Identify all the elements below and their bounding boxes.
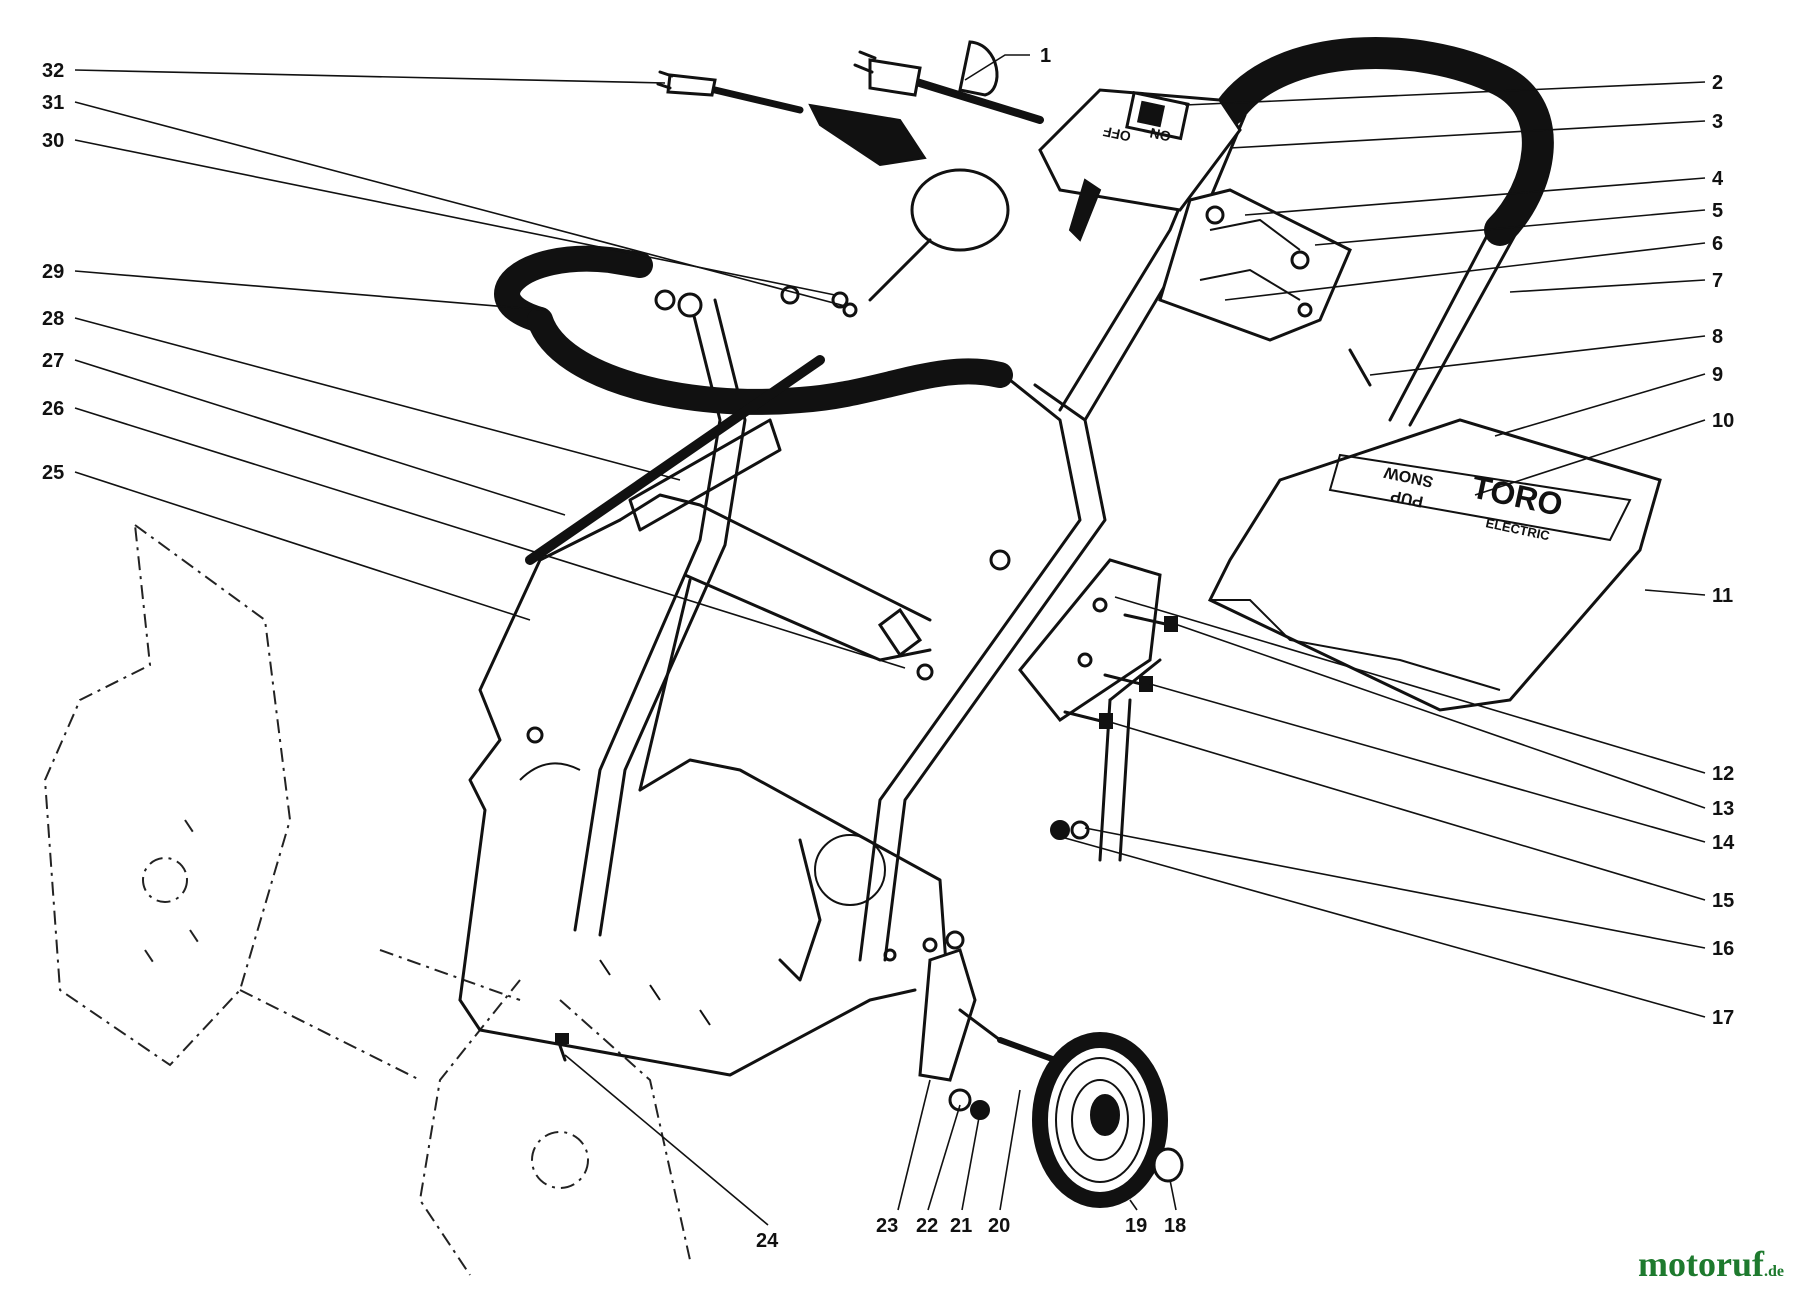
callout-29: 29	[42, 261, 64, 283]
callout-31: 31	[42, 92, 64, 114]
callout-24: 24	[756, 1230, 779, 1252]
callout-26: 26	[42, 398, 64, 420]
callout-4: 4	[1712, 168, 1724, 190]
model-bottom-label: PUP	[1389, 486, 1425, 510]
leader-lines	[74, 54, 1706, 1226]
callout-19: 19	[1125, 1215, 1147, 1237]
mounting-bracket	[1018, 558, 1162, 862]
callout-22: 22	[916, 1215, 938, 1237]
lower-frame	[458, 493, 952, 1077]
watermark-name: motoruf	[1638, 1244, 1764, 1284]
callout-32: 32	[42, 60, 64, 82]
callout-12: 12	[1712, 763, 1734, 785]
callout-7: 7	[1712, 270, 1723, 292]
callout-8: 8	[1712, 326, 1723, 348]
auger-housing-ghost	[43, 522, 691, 1276]
callout-11: 11	[1712, 585, 1733, 607]
callout-30: 30	[42, 130, 64, 152]
callout-1: 1	[1040, 45, 1051, 67]
callout-6: 6	[1712, 233, 1723, 255]
callout-numbers: 1 2 3 4 5 6 7 8 9 10 11 12 13 14 15 16 1…	[42, 45, 1735, 1252]
bolts	[555, 285, 1178, 1062]
callout-9: 9	[1712, 364, 1723, 386]
callout-10: 10	[1712, 410, 1734, 432]
watermark-tld: .de	[1764, 1263, 1784, 1280]
lower-handle-bar	[494, 245, 1107, 962]
callout-17: 17	[1712, 1007, 1734, 1029]
callout-25: 25	[42, 462, 64, 484]
wheel-assembly	[918, 948, 1184, 1208]
name-shroud: TORO ELECTRIC SNOW PUP	[1207, 418, 1662, 712]
callout-16: 16	[1712, 938, 1734, 960]
switch-box: ON OFF	[1038, 88, 1242, 242]
clamp-plate	[1158, 188, 1372, 387]
callout-14: 14	[1712, 832, 1735, 854]
watermark-logo: motoruf.de	[1638, 1243, 1784, 1285]
callout-23: 23	[876, 1215, 898, 1237]
callout-27: 27	[42, 350, 64, 372]
switch-off-label: OFF	[1101, 123, 1132, 145]
callout-15: 15	[1712, 890, 1734, 912]
callout-20: 20	[988, 1215, 1010, 1237]
callout-2: 2	[1712, 72, 1723, 94]
callout-28: 28	[42, 308, 64, 330]
callout-3: 3	[1712, 111, 1723, 133]
callout-5: 5	[1712, 200, 1723, 222]
rod-and-pin	[525, 168, 1010, 658]
callout-18: 18	[1164, 1215, 1186, 1237]
switch-on-label: ON	[1148, 125, 1172, 145]
callout-13: 13	[1712, 798, 1734, 820]
power-cord	[656, 40, 1044, 167]
callout-21: 21	[950, 1215, 972, 1237]
